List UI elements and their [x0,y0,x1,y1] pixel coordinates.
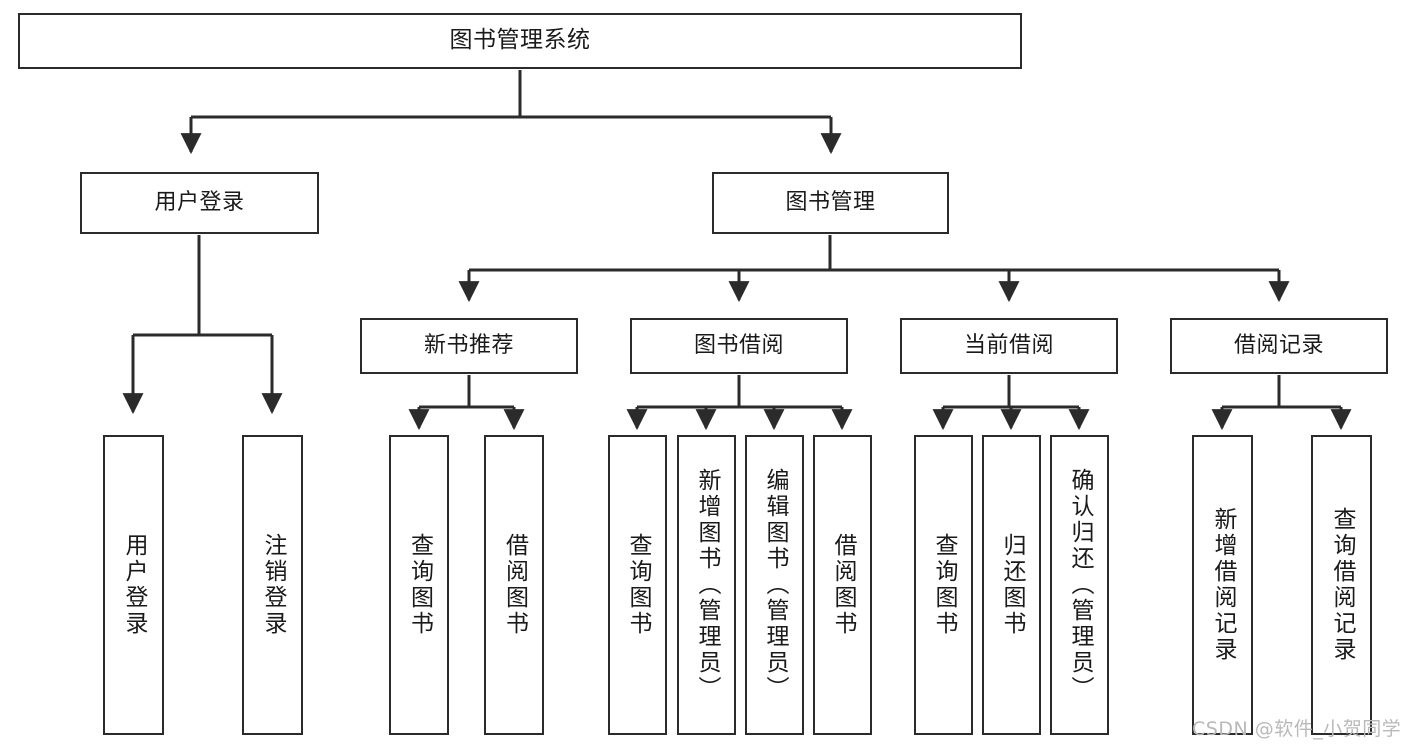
node-label: 编辑图书（管理员） [762,468,788,702]
leaf-query-book-borrow[interactable]: 查询图书 [608,435,667,735]
node-book-management[interactable]: 图书管理 [712,172,949,234]
node-label: 新增图书（管理员） [694,468,720,702]
node-new-book-recommend[interactable]: 新书推荐 [360,318,578,374]
leaf-query-borrow-record[interactable]: 查询借阅记录 [1311,435,1372,735]
node-label: 用户登录 [154,190,245,216]
node-label: 查询图书 [406,533,433,637]
leaf-add-borrow-record[interactable]: 新增借阅记录 [1192,435,1253,735]
node-label: 新增借阅记录 [1210,507,1236,663]
leaf-borrow-book[interactable]: 借阅图书 [813,435,872,735]
leaf-confirm-return-admin[interactable]: 确认归还（管理员） [1050,435,1109,735]
node-label: 确认归还（管理员） [1067,468,1093,702]
node-label: 借阅记录 [1233,333,1324,359]
node-book-borrow[interactable]: 图书借阅 [630,318,848,374]
node-label: 查询图书 [931,533,957,637]
leaf-query-book-current[interactable]: 查询图书 [914,435,973,735]
csdn-watermark: CSDN @软件_小贺同学 [1192,718,1402,740]
leaf-user-logout[interactable]: 注销登录 [242,435,303,735]
node-label: 借阅图书 [830,533,856,637]
node-label: 图书借阅 [693,333,784,359]
node-label: 查询图书 [625,533,651,637]
node-label: 归还图书 [999,533,1025,637]
leaf-add-book-admin[interactable]: 新增图书（管理员） [677,435,736,735]
node-borrow-records[interactable]: 借阅记录 [1170,318,1388,374]
node-label: 图书管理系统 [449,27,591,54]
leaf-borrow-book-recommend[interactable]: 借阅图书 [484,435,544,735]
leaf-edit-book-admin[interactable]: 编辑图书（管理员） [745,435,804,735]
node-label: 新书推荐 [423,333,514,359]
node-label: 当前借阅 [963,333,1054,359]
leaf-query-book-recommend[interactable]: 查询图书 [389,435,449,735]
leaf-user-login[interactable]: 用户登录 [103,435,164,735]
leaf-return-book[interactable]: 归还图书 [982,435,1041,735]
node-root-system[interactable]: 图书管理系统 [18,13,1022,69]
node-label: 注销登录 [260,533,286,637]
node-label: 用户登录 [121,533,147,637]
node-user-login[interactable]: 用户登录 [80,172,319,234]
node-label: 借阅图书 [501,533,528,637]
node-current-borrow[interactable]: 当前借阅 [900,318,1118,374]
node-label: 查询借阅记录 [1329,507,1355,663]
node-label: 图书管理 [785,190,876,216]
